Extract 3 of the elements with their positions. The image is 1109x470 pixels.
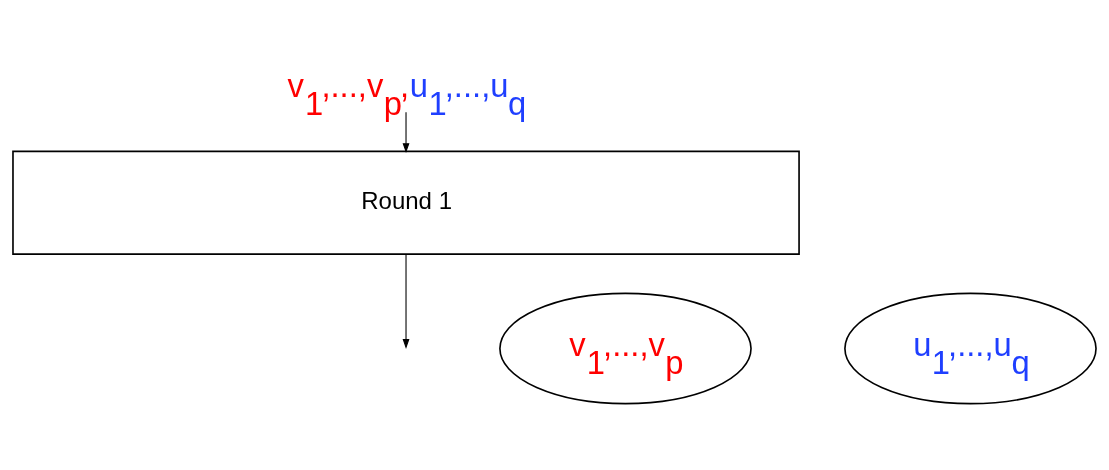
arrow [402, 111, 410, 153]
arrow [402, 253, 410, 349]
node-box: Round 1 [12, 150, 800, 255]
